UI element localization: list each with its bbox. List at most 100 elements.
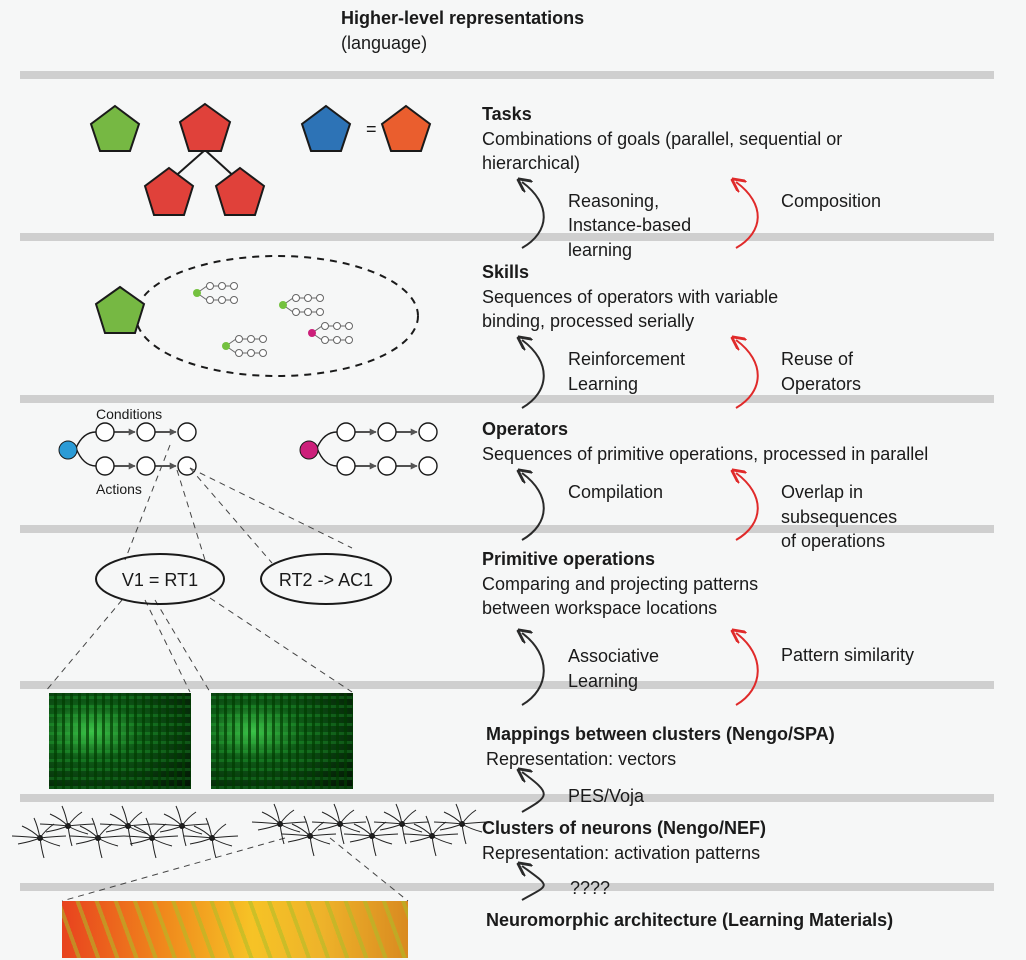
neuron bbox=[183, 817, 239, 859]
goal-pentagon bbox=[214, 166, 266, 216]
tasks-desc: Combinations of goals (parallel, sequent… bbox=[482, 129, 843, 149]
neuron-cluster bbox=[11, 803, 489, 859]
layer-divider bbox=[20, 794, 994, 802]
skills-desc: binding, processed serially bbox=[482, 311, 695, 331]
transition-label: PES/Voja bbox=[568, 786, 645, 806]
mini-node bbox=[321, 336, 329, 344]
operator-sequence bbox=[299, 422, 438, 476]
operator-node bbox=[177, 422, 197, 442]
mini-node bbox=[230, 282, 238, 290]
clusters-title: Clusters of neurons (Nengo/NEF) bbox=[482, 818, 767, 838]
operator-graph bbox=[58, 422, 438, 476]
mini-start-node bbox=[279, 301, 287, 309]
primitive-op-ellipse bbox=[95, 553, 225, 605]
transition-label: Reuse of bbox=[781, 349, 854, 369]
layer-divider bbox=[20, 233, 994, 241]
operator-start-node bbox=[299, 440, 319, 460]
neuron bbox=[69, 817, 125, 859]
transition-label: of operations bbox=[781, 531, 886, 551]
mini-start-node bbox=[222, 342, 230, 350]
operator-node bbox=[377, 456, 397, 476]
mini-node bbox=[316, 308, 324, 316]
layer-divider bbox=[20, 525, 994, 533]
neuron bbox=[281, 815, 337, 857]
primitive-desc: Comparing and projecting patterns bbox=[482, 574, 759, 594]
operator-node bbox=[336, 456, 356, 476]
neuron bbox=[403, 815, 459, 857]
mappings-desc: Representation: vectors bbox=[486, 749, 677, 769]
mini-node bbox=[206, 296, 214, 304]
neuron bbox=[11, 817, 67, 859]
mini-node bbox=[259, 349, 267, 357]
transition-label: Instance-based bbox=[568, 215, 692, 235]
mini-start-node bbox=[193, 289, 201, 297]
mini-node bbox=[247, 335, 255, 343]
mini-node bbox=[333, 322, 341, 330]
vector-cluster-image bbox=[211, 693, 353, 789]
mini-node bbox=[230, 296, 238, 304]
tasks-desc: hierarchical) bbox=[482, 153, 581, 173]
goal-pentagon bbox=[300, 104, 352, 152]
mini-node bbox=[304, 308, 312, 316]
goal-pentagon bbox=[143, 166, 195, 216]
transition-label: Pattern similarity bbox=[781, 645, 915, 665]
mini-node bbox=[316, 294, 324, 302]
primitive-op-label: RT2 -> AC1 bbox=[279, 570, 373, 590]
primitive-title: Primitive operations bbox=[482, 549, 656, 569]
neuromorphic-title: Neuromorphic architecture (Learning Mate… bbox=[486, 910, 894, 930]
mini-node bbox=[345, 336, 353, 344]
learning-arrows bbox=[522, 182, 759, 901]
transition-label: Learning bbox=[568, 374, 639, 394]
top-title: Higher-level representations bbox=[341, 8, 585, 28]
mini-node bbox=[259, 335, 267, 343]
neuron bbox=[373, 803, 429, 845]
mini-operator-group bbox=[193, 282, 353, 357]
operator-node bbox=[377, 422, 397, 442]
transition-label: Overlap in bbox=[781, 482, 864, 502]
mini-operator-graph bbox=[193, 282, 238, 304]
transition-label: Compilation bbox=[568, 482, 664, 502]
transition-arrow bbox=[522, 340, 545, 409]
goal-pentagon bbox=[89, 104, 141, 152]
operator-node bbox=[418, 422, 438, 442]
transition-arrow bbox=[522, 866, 545, 901]
transition-arrow bbox=[736, 340, 759, 409]
transition-label: Reinforcement bbox=[568, 349, 686, 369]
projection-lines bbox=[44, 444, 409, 902]
neuron bbox=[153, 805, 209, 847]
operator-sequence bbox=[58, 422, 197, 476]
transition-label: subsequences bbox=[781, 507, 898, 527]
mini-node bbox=[292, 294, 300, 302]
goal-pentagon bbox=[380, 104, 432, 152]
goal-pentagon bbox=[178, 102, 232, 152]
operator-node bbox=[418, 456, 438, 476]
neuron bbox=[99, 805, 155, 847]
mini-node bbox=[235, 335, 243, 343]
mini-start-node bbox=[308, 329, 316, 337]
layer-divider bbox=[20, 883, 994, 891]
equals-sign: = bbox=[366, 119, 377, 139]
primitive-desc: between workspace locations bbox=[482, 598, 718, 618]
transition-label: ???? bbox=[570, 878, 611, 898]
operator-node bbox=[336, 422, 356, 442]
mini-node bbox=[206, 282, 214, 290]
mini-node bbox=[292, 308, 300, 316]
mini-node bbox=[333, 336, 341, 344]
transition-arrow bbox=[736, 182, 759, 249]
skill-ellipse bbox=[135, 255, 419, 377]
primitive-op-ellipse bbox=[260, 553, 392, 605]
transition-label: Reasoning, bbox=[568, 191, 660, 211]
layer-divider bbox=[20, 395, 994, 403]
mini-node bbox=[345, 322, 353, 330]
tasks-title: Tasks bbox=[482, 104, 532, 124]
transition-label: Operators bbox=[781, 374, 862, 394]
skill-pentagon bbox=[94, 285, 146, 334]
mini-node bbox=[321, 322, 329, 330]
mini-node bbox=[218, 282, 226, 290]
neuron bbox=[311, 803, 367, 845]
neuron bbox=[251, 803, 307, 845]
actions-label: Actions bbox=[96, 481, 142, 497]
layer-divider bbox=[20, 71, 994, 79]
transition-label: Learning bbox=[568, 671, 639, 691]
skills-desc: Sequences of operators with variable bbox=[482, 287, 779, 307]
